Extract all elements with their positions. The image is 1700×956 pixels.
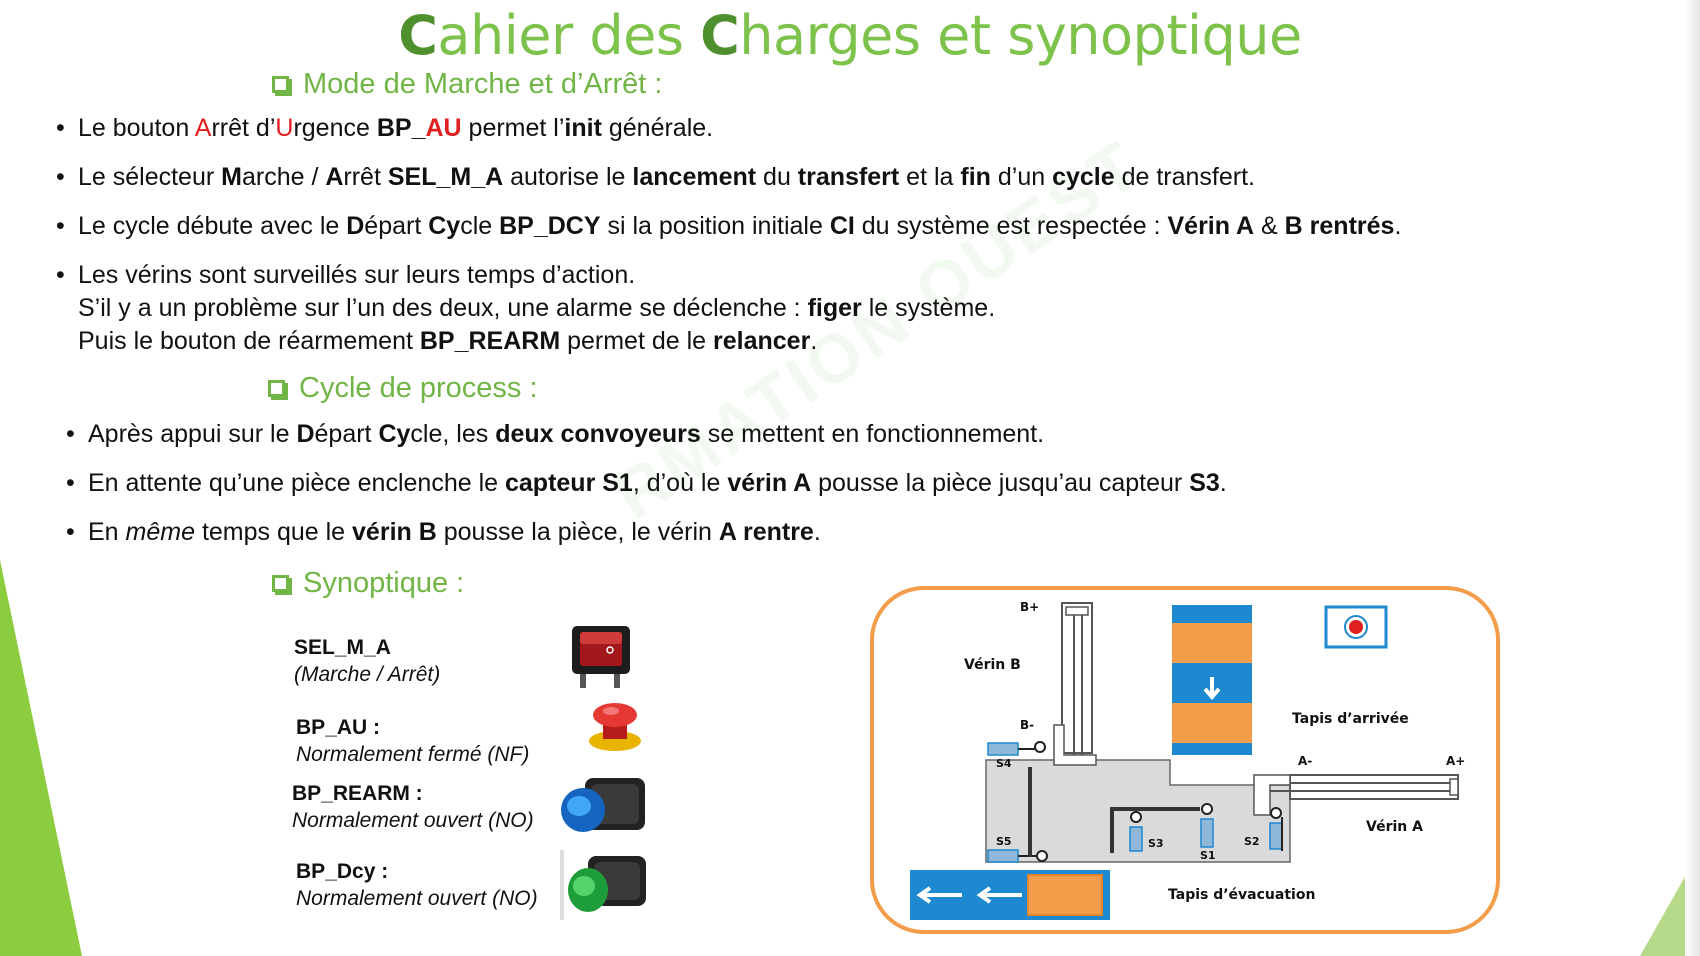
down-arrow-icon	[1203, 677, 1221, 701]
checkbox-square-icon	[268, 380, 285, 397]
left-arrow-icon	[976, 886, 1022, 904]
sensor-s1	[1200, 803, 1214, 848]
page-title: Cahier des Charges et synoptique	[398, 4, 1302, 67]
left-green-triangle	[0, 560, 82, 956]
list-item: Les vérins sont surveillés sur leurs tem…	[56, 259, 1616, 358]
label-verin-b: Vérin B	[964, 657, 1021, 673]
blue-pushbutton-icon	[561, 778, 645, 832]
list-item: En même temps que le vérin B pousse la p…	[66, 516, 1566, 549]
list-item: Le sélecteur Marche / Arrêt SEL_M_A auto…	[56, 161, 1616, 194]
checkbox-square-icon	[272, 575, 289, 592]
label-s1: S1	[1200, 849, 1216, 862]
label-s5: S5	[996, 835, 1012, 848]
list-item: Après appui sur le Départ Cycle, les deu…	[66, 418, 1566, 451]
label-b-minus: B-	[1020, 718, 1034, 732]
list-item: Le bouton Arrêt d’Urgence BP_AU permet l…	[56, 112, 1616, 145]
verin-b	[1061, 602, 1093, 754]
emergency-stop-icon	[589, 703, 641, 751]
legend-bp-au: BP_AU :Normalement fermé (NF)	[296, 716, 530, 766]
sensor-s4	[987, 741, 1046, 756]
right-edge-shadow	[1685, 0, 1700, 956]
synoptic-diagram: B+ Vérin B B- S4 S5 S3 S1 S2 A- A+ Vérin…	[870, 586, 1500, 934]
legend-bp-dcy: BP_Dcy :Normalement ouvert (NO)	[296, 860, 538, 910]
legend-bp-rearm: BP_REARM :Normalement ouvert (NO)	[292, 782, 534, 832]
verin-a	[1289, 774, 1459, 800]
label-s3: S3	[1148, 837, 1164, 850]
rocker-switch-icon	[572, 626, 630, 688]
cycle-bullet-list: Après appui sur le Départ Cycle, les deu…	[66, 418, 1566, 565]
label-tapis-arrivee: Tapis d’arrivée	[1292, 711, 1409, 727]
label-s4: S4	[996, 757, 1012, 770]
label-a-minus: A-	[1298, 754, 1312, 768]
section-cycle-heading: Cycle de process :	[268, 372, 538, 405]
section-synoptique-heading: Synoptique :	[272, 567, 464, 600]
label-b-plus: B+	[1020, 600, 1039, 614]
list-item: Le cycle débute avec le Départ Cycle BP_…	[56, 210, 1616, 243]
label-s2: S2	[1244, 835, 1260, 848]
green-pushbutton-icon	[560, 850, 646, 920]
sensor-s3	[1028, 767, 1200, 857]
checkbox-square-icon	[272, 76, 289, 93]
section-mode-heading: Mode de Marche et d’Arrêt :	[272, 68, 662, 101]
label-verin-a: Vérin A	[1366, 819, 1423, 835]
left-arrow-icon	[916, 886, 962, 904]
label-tapis-evacuation: Tapis d’évacuation	[1168, 887, 1315, 903]
sensor-s2	[1269, 807, 1283, 851]
mode-bullet-list: Le bouton Arrêt d’Urgence BP_AU permet l…	[56, 112, 1616, 374]
list-item: En attente qu’une pièce enclenche le cap…	[66, 467, 1566, 500]
legend-sel-m-a: SEL_M_A(Marche / Arrêt)	[294, 636, 441, 686]
label-a-plus: A+	[1446, 754, 1465, 768]
sensor-s5	[987, 849, 1048, 863]
